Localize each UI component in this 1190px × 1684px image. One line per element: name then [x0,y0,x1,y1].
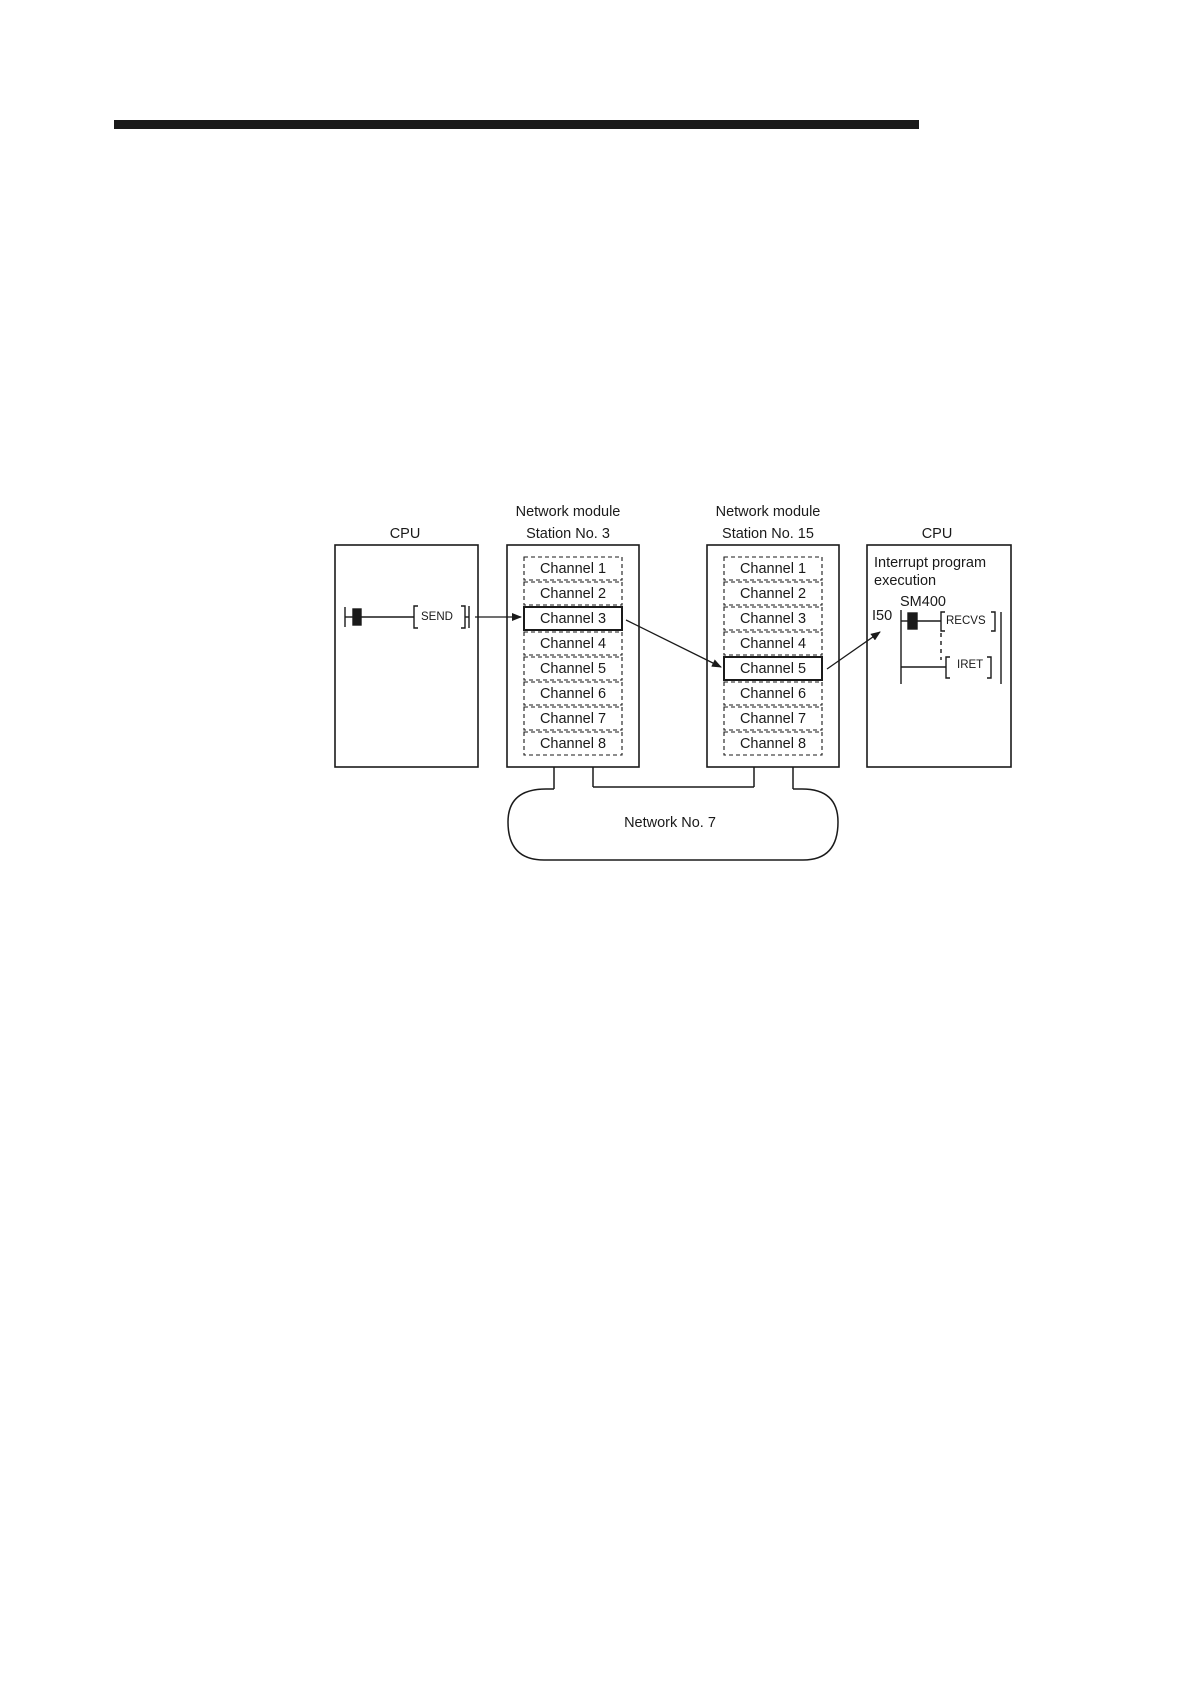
contact-mark [353,609,361,625]
left-cpu-label: CPU [390,526,421,542]
station-15-channel-4-label: Channel 4 [740,636,806,652]
station-3-channel-8-label: Channel 8 [540,736,606,752]
network-wiring [554,767,793,789]
station-15-channel-8-label: Channel 8 [740,736,806,752]
station-15-title-line2: Station No. 15 [722,526,814,542]
station-3-channel-7-label: Channel 7 [540,711,606,727]
station-3-title-line1: Network module [516,504,621,520]
recvs-instruction: RECVS [946,615,986,627]
left-cpu-box [335,545,478,767]
sm400-contact-label: SM400 [900,594,946,610]
station-15-channel-5-label: Channel 5 [740,661,806,677]
station-15-channel-2-label: Channel 2 [740,586,806,602]
station-3-title-line2: Station No. 3 [526,526,610,542]
sm400-contact-mark [908,613,917,629]
right-cpu: CPU Interrupt program execution SM400 I5… [867,526,1011,767]
right-cpu-label: CPU [922,526,953,542]
station-15-title-line1: Network module [716,504,821,520]
station-15-module: Network module Station No. 15 Channel 1C… [707,504,839,767]
station-3-box [507,545,639,767]
station-3-channel-5-label: Channel 5 [540,661,606,677]
station-3-channel-6-label: Channel 6 [540,686,606,702]
station-15-channel-1-label: Channel 1 [740,561,806,577]
station-3-channel-4-label: Channel 4 [540,636,606,652]
interrupt-caption-line2: execution [874,573,936,589]
station-15-channel-3-label: Channel 3 [740,611,806,627]
interrupt-caption-line1: Interrupt program [874,555,986,571]
station-15-channel-list: Channel 1 Channel 2 Channel 3 Channel 4 Chan… [724,557,822,755]
station-3-channel-2-label: Channel 2 [540,586,606,602]
network-label: Network No. 7 [624,815,716,831]
send-instruction: SEND [421,611,453,623]
station-3-channel-3-label: Channel 3 [540,611,606,627]
iret-instruction: IRET [957,659,983,671]
station-15-channel-6-label: Channel 6 [740,686,806,702]
interrupt-pointer-label: I50 [872,608,892,624]
station-3-channel-list: Channel 1 Channel 2 Channel 3 Channel 4 Chan… [524,557,622,755]
arrow-station15-to-cpu [827,632,880,669]
station-3-module: Network module Station No. 3 Channel 1Ch… [507,504,639,767]
station-15-channel-7-label: Channel 7 [740,711,806,727]
station-3-channel-1-label: Channel 1 [540,561,606,577]
left-cpu: CPU SEND [335,526,478,767]
